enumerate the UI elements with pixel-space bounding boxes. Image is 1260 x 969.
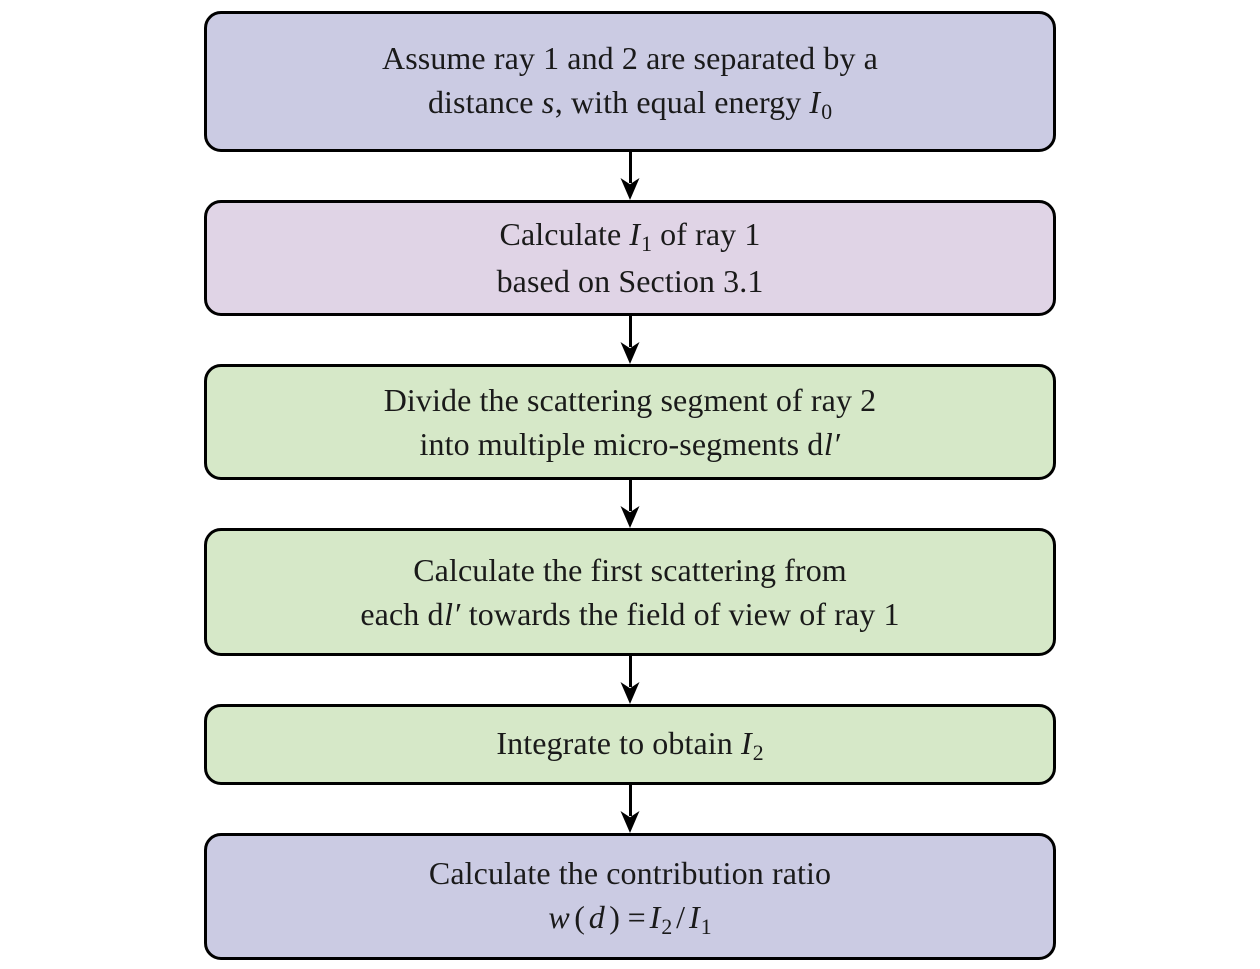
node-text-line: Integrate to obtain I2 — [496, 724, 764, 766]
node-divide-segment: Divide the scattering segment of ray 2 in… — [204, 364, 1056, 480]
arrow-shaft — [628, 480, 632, 511]
arrow-head-icon — [619, 506, 641, 528]
arrow-3 — [615, 480, 645, 528]
node-text-line: each dl′ towards the field of view of ra… — [360, 596, 900, 632]
node-integrate-i2: Integrate to obtain I2 — [204, 704, 1056, 785]
node-text-line: Calculate the first scattering from — [413, 551, 847, 588]
node-text-line: based on Section 3.1 — [496, 263, 764, 300]
node-text-line: distance s, with equal energy I0 — [427, 84, 833, 125]
arrow-shaft — [628, 785, 632, 816]
node-first-scattering: Calculate the first scattering from each … — [204, 528, 1056, 656]
node-contribution-ratio: Calculate the contribution ratio w(d)=I2/… — [204, 833, 1056, 960]
arrow-head-icon — [619, 682, 641, 704]
arrow-head-icon — [619, 178, 641, 200]
arrow-shaft — [628, 316, 632, 347]
node-assume-rays: Assume ray 1 and 2 are separated by a dis… — [204, 11, 1056, 152]
node-text-line: w(d)=I2/I1 — [548, 899, 712, 940]
arrow-4 — [615, 656, 645, 704]
node-text-line: Calculate I1 of ray 1 — [499, 216, 761, 257]
arrow-1 — [615, 152, 645, 200]
arrow-5 — [615, 785, 645, 833]
node-text-line: into multiple micro-segments dl′ — [419, 426, 840, 462]
arrow-2 — [615, 316, 645, 364]
node-text-line: Assume ray 1 and 2 are separated by a — [382, 39, 878, 76]
arrow-shaft — [628, 656, 632, 687]
arrow-head-icon — [619, 811, 641, 833]
node-text-line: Divide the scattering segment of ray 2 — [383, 381, 877, 418]
node-calculate-i1: Calculate I1 of ray 1 based on Section 3.… — [204, 200, 1056, 316]
arrow-shaft — [628, 152, 632, 183]
node-text-line: Calculate the contribution ratio — [428, 854, 832, 891]
arrow-head-icon — [619, 342, 641, 364]
